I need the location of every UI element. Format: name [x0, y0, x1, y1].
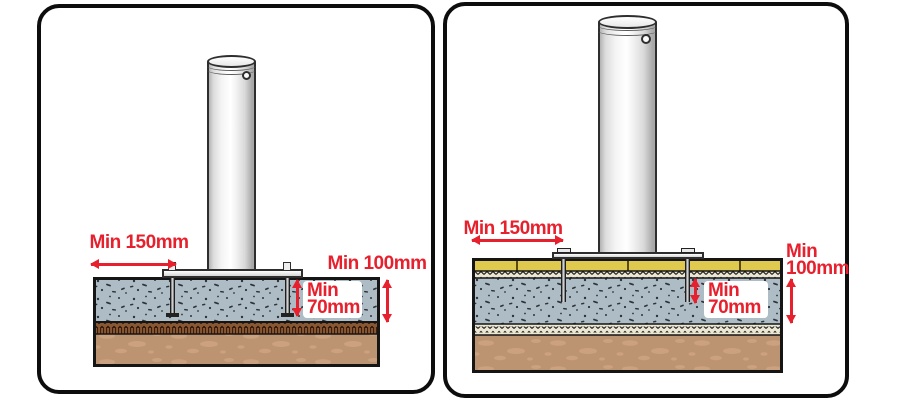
- embed-depth-label: Min 70mm: [303, 281, 362, 318]
- anchor-bolt-left: [170, 270, 175, 316]
- slab-depth-label: Min 100mm: [786, 241, 850, 279]
- slab-depth-line1: Min: [786, 241, 818, 262]
- bollard-ridge: [207, 65, 256, 75]
- anchor-bolt-foot: [166, 313, 179, 317]
- bollard-body: [598, 22, 657, 252]
- embed-depth-arrow: [690, 278, 700, 304]
- embed-depth-line1: Min: [708, 280, 740, 301]
- edge-distance-arrow: [471, 235, 564, 245]
- ground-section-paved: [472, 258, 783, 373]
- bolt-head: [681, 248, 695, 253]
- embed-depth-line1: Min: [307, 280, 339, 301]
- embed-depth-arrow: [292, 279, 302, 317]
- bolt-head: [557, 248, 571, 253]
- edge-distance-arrow: [90, 259, 177, 269]
- edge-distance-label: Min 150mm: [463, 218, 563, 239]
- bollard-ridge: [598, 26, 657, 36]
- bollard-hole: [641, 34, 651, 44]
- base-plate: [162, 269, 303, 278]
- edge-distance-label: Min 150mm: [89, 232, 189, 253]
- slab-depth-line2: 100mm: [786, 258, 850, 279]
- bollard-post: [598, 15, 657, 252]
- anchor-bolt-left: [561, 251, 566, 302]
- bollard-hole: [242, 71, 251, 80]
- base-plate: [552, 252, 704, 259]
- embed-depth-label: Min 70mm: [704, 281, 768, 318]
- anchor-bolt-right: [685, 251, 690, 302]
- bolt-top: [283, 262, 291, 270]
- slab-depth-arrow: [786, 278, 796, 324]
- anchor-bolt-right: [285, 270, 290, 316]
- anchor-bolt-foot: [281, 313, 294, 317]
- embed-depth-line2: 70mm: [708, 297, 761, 318]
- slab-depth-arrow: [382, 279, 392, 323]
- slab-depth-label: Min 100mm: [327, 253, 427, 274]
- bollard-body: [207, 62, 256, 269]
- bollard-post: [207, 55, 256, 269]
- embed-depth-line2: 70mm: [307, 297, 360, 318]
